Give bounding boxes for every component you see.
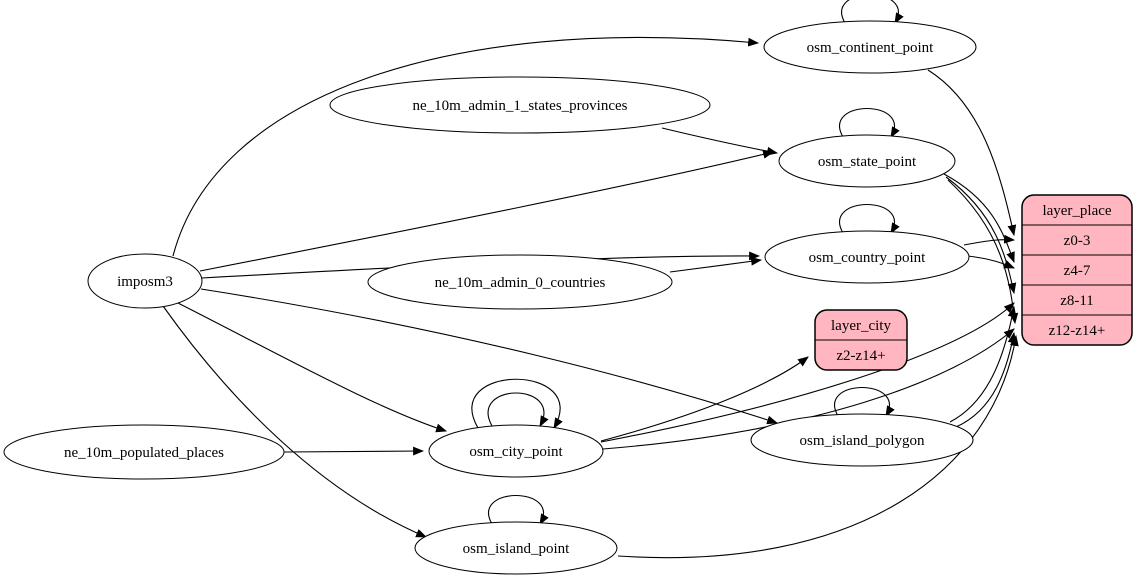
edge-osm_continent_point-to-osm_continent_point bbox=[841, 0, 904, 24]
edge-imposm3-to-osm_island_point bbox=[162, 305, 428, 538]
node-shape bbox=[428, 424, 604, 478]
node-osm_country_point: osm_country_point bbox=[764, 230, 970, 284]
node-osm_state_point: osm_state_point bbox=[778, 134, 956, 188]
edge-imposm3-to-osm_state_point bbox=[199, 150, 775, 272]
node-shape bbox=[778, 134, 956, 188]
record-row-label: z0-3 bbox=[1064, 233, 1091, 249]
node-shape bbox=[414, 521, 618, 575]
node-label: osm_island_polygon bbox=[799, 433, 925, 449]
node-label: ne_10m_populated_places bbox=[64, 445, 224, 461]
record-row-label: z12-z14+ bbox=[1049, 323, 1106, 339]
edge-imposm3-to-osm_island_polygon bbox=[200, 288, 779, 425]
edge-osm_island_polygon-to-layer_place-z8-11 bbox=[949, 305, 1017, 423]
record-row-label: z2-z14+ bbox=[836, 348, 885, 364]
node-label: osm_island_point bbox=[463, 541, 571, 557]
node-label: osm_state_point bbox=[818, 154, 917, 170]
edge-osm_continent_point-to-layer_place-z0-3 bbox=[927, 69, 1017, 237]
node-ne_10m_admin_0_countries: ne_10m_admin_0_countries bbox=[367, 254, 673, 310]
edge-ne_10m_admin_1_states_provinces-to-osm_state_point bbox=[661, 127, 779, 156]
record-row-label: z4-7 bbox=[1064, 263, 1091, 279]
edge-osm_country_point-to-osm_country_point bbox=[839, 203, 900, 234]
edge-ne_10m_populated_places-to-osm_city_point bbox=[283, 446, 425, 456]
edge-osm_city_point-to-layer_place-z12-z14+ bbox=[602, 328, 1015, 450]
node-shape bbox=[329, 76, 711, 134]
edge-osm_island_point-to-layer_place-z12-z14+ bbox=[617, 334, 1019, 559]
node-osm_continent_point: osm_continent_point bbox=[763, 20, 977, 74]
node-label: imposm3 bbox=[117, 274, 173, 290]
node-shape bbox=[87, 253, 203, 309]
node-osm_island_point: osm_island_point bbox=[414, 521, 618, 575]
edge-ne_10m_admin_0_countries-to-osm_country_point bbox=[669, 256, 763, 273]
node-label: ne_10m_admin_0_countries bbox=[435, 275, 606, 291]
record-title: layer_city bbox=[831, 318, 891, 334]
edges-layer bbox=[162, 0, 1019, 559]
node-layer_place: layer_place z0-3 z4-7 z8-11 z12-z14+ bbox=[1021, 194, 1133, 346]
node-shape bbox=[3, 424, 285, 480]
node-shape bbox=[764, 230, 970, 284]
node-label: ne_10m_admin_1_states_provinces bbox=[413, 98, 628, 114]
edge-imposm3-to-osm_city_point bbox=[177, 302, 448, 433]
edge-osm_state_point-to-layer_place-z4-7 bbox=[943, 173, 1015, 264]
node-ne_10m_admin_1_states_provinces: ne_10m_admin_1_states_provinces bbox=[329, 76, 711, 134]
edge-osm_island_point-to-osm_island_point bbox=[488, 494, 549, 525]
edge-osm_city_point-to-layer_city-z2-z14+ bbox=[600, 356, 809, 442]
node-label: osm_continent_point bbox=[807, 40, 934, 56]
edge-osm_state_point-to-osm_state_point bbox=[839, 107, 900, 138]
node-imposm3: imposm3 bbox=[87, 253, 203, 309]
node-layer_city: layer_city z2-z14+ bbox=[814, 309, 908, 371]
edge-osm_city_point-to-osm_city_point bbox=[471, 378, 563, 429]
edge-osm_city_point-to-osm_city_point bbox=[487, 392, 549, 427]
edge-osm_island_polygon-to-osm_island_polygon bbox=[834, 386, 895, 417]
node-ne_10m_populated_places: ne_10m_populated_places bbox=[3, 424, 285, 480]
record-shape bbox=[1021, 194, 1133, 346]
record-row-label: z8-11 bbox=[1060, 293, 1094, 309]
nodes-layer: imposm3 ne_10m_admin_1_states_provincesne… bbox=[3, 20, 1133, 575]
node-shape bbox=[367, 254, 673, 310]
edge-osm_state_point-to-layer_place-z8-11 bbox=[945, 176, 1017, 295]
record-title: layer_place bbox=[1042, 203, 1111, 219]
node-osm_island_polygon: osm_island_polygon bbox=[750, 413, 974, 467]
node-label: osm_country_point bbox=[809, 250, 926, 266]
node-shape bbox=[750, 413, 974, 467]
edge-imposm3-to-osm_continent_point bbox=[172, 37, 760, 257]
node-osm_city_point: osm_city_point bbox=[428, 424, 604, 478]
edge-osm_city_point-to-layer_place-z8-11 bbox=[600, 302, 1015, 443]
node-shape bbox=[763, 20, 977, 74]
edge-osm_country_point-to-layer_place-z4-7 bbox=[967, 255, 1016, 269]
node-label: osm_city_point bbox=[469, 444, 563, 460]
